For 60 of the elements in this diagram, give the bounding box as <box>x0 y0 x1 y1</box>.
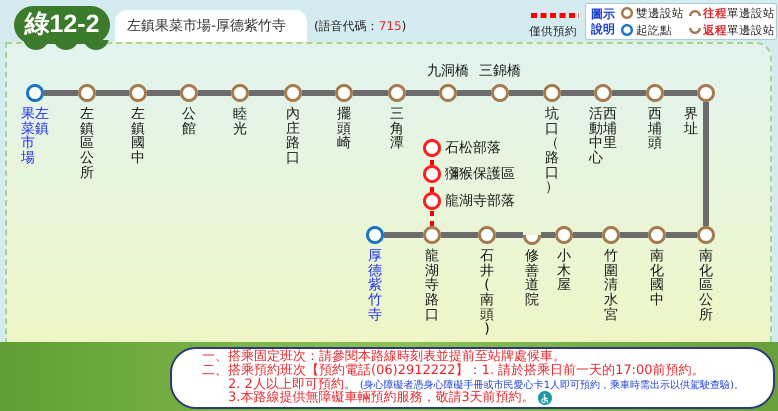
station-name: 坑口（路口） <box>545 107 559 196</box>
route-line <box>703 102 709 226</box>
station-name: 九洞橋 <box>427 63 469 79</box>
route-line <box>249 90 284 96</box>
dashed-route-line <box>430 157 434 165</box>
route-line <box>496 232 523 238</box>
route-line <box>620 232 648 238</box>
route-line <box>147 90 180 96</box>
legend-text: 往程單邊設站 <box>703 5 775 21</box>
legend-text: 返程單邊設站 <box>703 22 775 38</box>
route-line <box>612 90 646 96</box>
dashed-route-line <box>430 210 434 226</box>
station-name: 石松部落 <box>445 139 501 157</box>
station-name: 南化區公所 <box>699 249 713 322</box>
station-name: 西埔頭 <box>648 107 662 152</box>
legend-text: 僅供預約 <box>529 23 577 39</box>
route-line <box>353 90 388 96</box>
route-line <box>96 90 129 96</box>
station-name: 左鎮區公所 <box>80 107 94 180</box>
station-name: 界址 <box>684 107 698 136</box>
route-line <box>198 90 231 96</box>
station-name: 左鎮果菜市場 <box>21 107 49 166</box>
route-line <box>302 90 335 96</box>
station-name: 獼猴保護區 <box>445 165 515 183</box>
route-line <box>541 232 555 238</box>
station-name: 擺頭崎 <box>337 107 351 152</box>
station-name: 厚德紫竹寺 <box>368 249 382 322</box>
route-line <box>561 90 594 96</box>
notice-note: (身心障礙者憑身心障礙手冊或市民愛心卡1人即可預約，乘車時需出示以供駕駛查驗)。 <box>360 379 744 391</box>
station-name: 西埔里活動中心 <box>589 107 617 166</box>
station-name: 內庄路口 <box>286 107 300 166</box>
station-name: 南化國中 <box>650 249 664 308</box>
notice-text: 二、搭乘預約班次【預約電話(06)2912222】：1. 請於搭乘日前一天的17:00前預約。 <box>202 364 705 378</box>
station-name: 小木屋 <box>557 249 571 294</box>
station-name: 龍湖寺部落 <box>445 192 515 210</box>
station-name: 石井(南頭) <box>480 249 494 338</box>
route-line <box>44 90 78 96</box>
route-line <box>664 90 697 96</box>
station-name: 修善道院 <box>525 249 539 308</box>
station-name: 左鎮國中 <box>131 107 145 166</box>
route-line <box>573 232 602 238</box>
legend-text: 雙邊設站 <box>636 5 684 21</box>
station-name: 睦光 <box>233 107 247 136</box>
station-name: 三角潭 <box>390 107 404 152</box>
station-name: 公館 <box>182 107 196 136</box>
route-line <box>384 232 423 238</box>
route-line <box>406 90 439 96</box>
route-line <box>457 90 491 96</box>
station-name: 三錦橋 <box>479 63 521 79</box>
route-line <box>441 232 478 238</box>
station-name: 竹圍清水宮 <box>604 249 618 322</box>
notice-text: 一、搭乘固定班次：請參閱本路線時刻表並提前至站牌處候車。 <box>202 350 566 364</box>
legend-text: 起訖點 <box>636 22 672 38</box>
voice-code: (語音代碼：715) <box>314 18 406 34</box>
notice-text: 3.本路線提供無障礙車輛預約服務，敬請3天前預約。 <box>228 391 535 405</box>
route-line <box>509 90 543 96</box>
legend-heading: 圖示說明 <box>591 7 615 37</box>
route-name: 左鎮果菜市場-厚德紫竹寺 <box>115 10 307 42</box>
route-line <box>666 232 697 238</box>
station-name: 龍湖寺路口 <box>425 249 439 322</box>
